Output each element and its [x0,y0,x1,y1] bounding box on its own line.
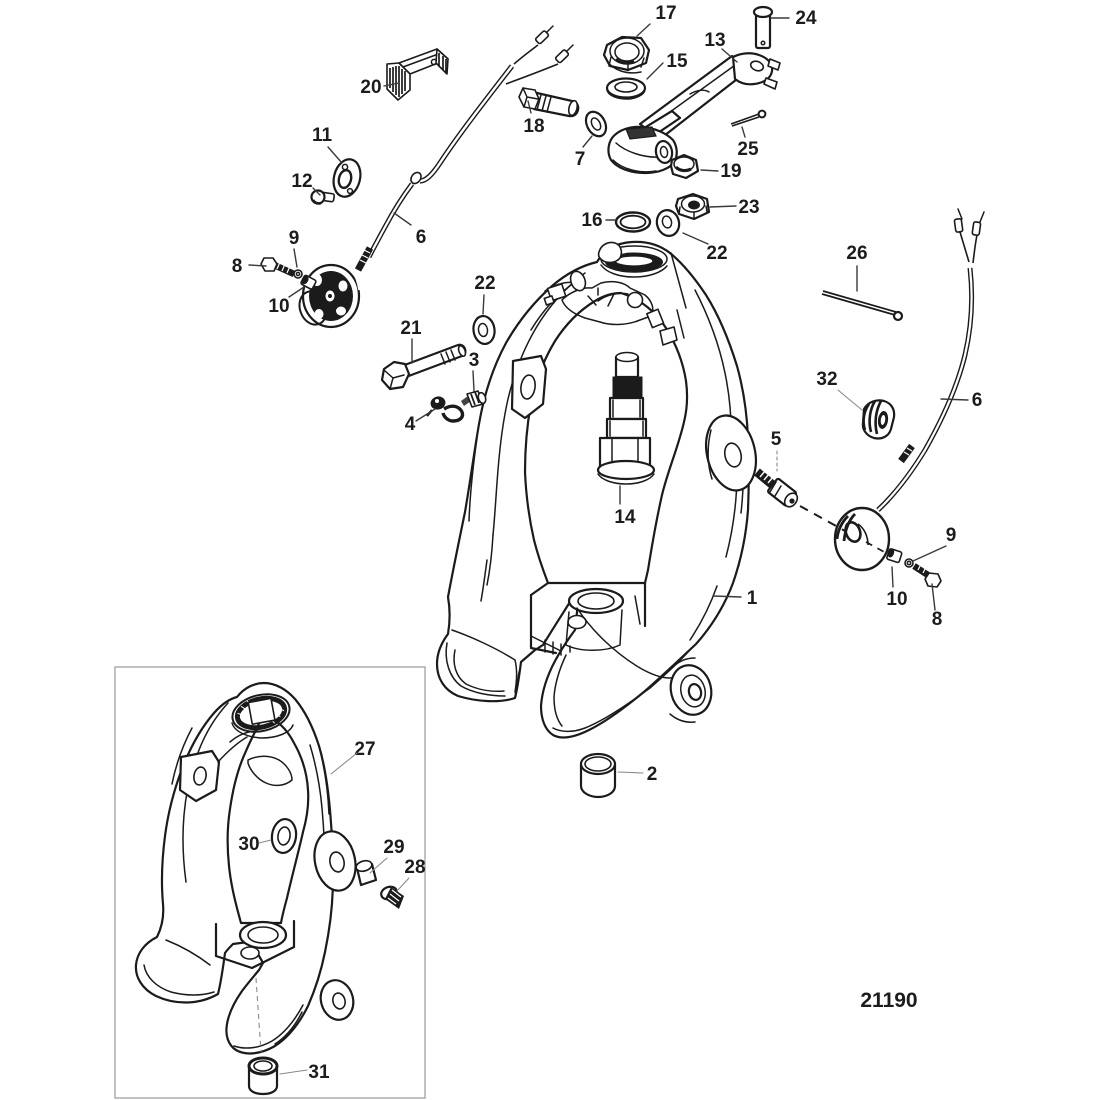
svg-text:26: 26 [846,243,867,264]
svg-text:15: 15 [666,51,688,72]
svg-text:9: 9 [289,228,300,249]
svg-text:25: 25 [737,139,759,160]
svg-text:21: 21 [400,318,422,339]
svg-text:6: 6 [972,390,983,411]
svg-text:27: 27 [354,739,375,760]
svg-text:10: 10 [886,589,907,610]
svg-text:31: 31 [308,1062,330,1083]
svg-text:17: 17 [655,3,676,24]
svg-text:12: 12 [291,171,312,192]
svg-text:18: 18 [523,116,544,137]
svg-text:21190: 21190 [860,989,917,1012]
svg-text:20: 20 [360,77,381,98]
svg-text:30: 30 [238,834,259,855]
svg-text:22: 22 [474,273,495,294]
svg-text:1: 1 [747,588,758,609]
svg-text:8: 8 [232,256,243,277]
svg-text:22: 22 [706,243,727,264]
svg-text:10: 10 [268,296,289,317]
svg-text:11: 11 [312,125,333,146]
svg-text:16: 16 [581,210,602,231]
svg-text:7: 7 [575,149,586,170]
svg-text:3: 3 [469,350,480,371]
svg-text:29: 29 [383,837,404,858]
svg-text:13: 13 [704,30,725,51]
svg-text:24: 24 [795,8,817,29]
svg-text:2: 2 [647,764,658,785]
svg-text:8: 8 [932,609,943,630]
svg-text:14: 14 [614,507,636,528]
svg-text:4: 4 [405,414,416,435]
svg-text:5: 5 [771,429,782,450]
svg-text:6: 6 [416,227,427,248]
svg-text:23: 23 [738,197,759,218]
svg-text:28: 28 [404,857,425,878]
svg-text:19: 19 [720,161,741,182]
svg-text:32: 32 [816,369,837,390]
svg-text:9: 9 [946,525,957,546]
